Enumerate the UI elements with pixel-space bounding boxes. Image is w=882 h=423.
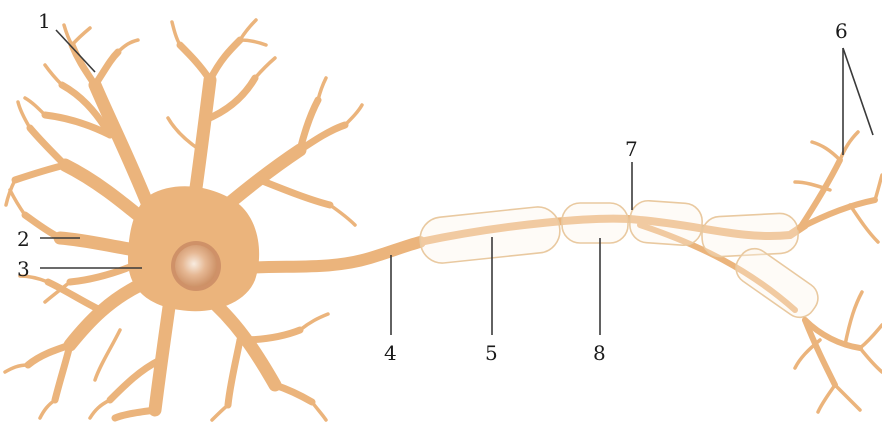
nucleus	[171, 241, 221, 291]
axon-terminal-branches	[795, 132, 882, 412]
label-7: 7	[625, 137, 638, 161]
label-3: 3	[17, 257, 30, 281]
label-6: 6	[835, 19, 848, 43]
label-1: 1	[38, 9, 51, 33]
label-2: 2	[17, 227, 30, 251]
myelin-sheaths	[418, 200, 824, 324]
label-4: 4	[384, 341, 397, 365]
label-5: 5	[485, 341, 498, 365]
label-8: 8	[593, 341, 606, 365]
